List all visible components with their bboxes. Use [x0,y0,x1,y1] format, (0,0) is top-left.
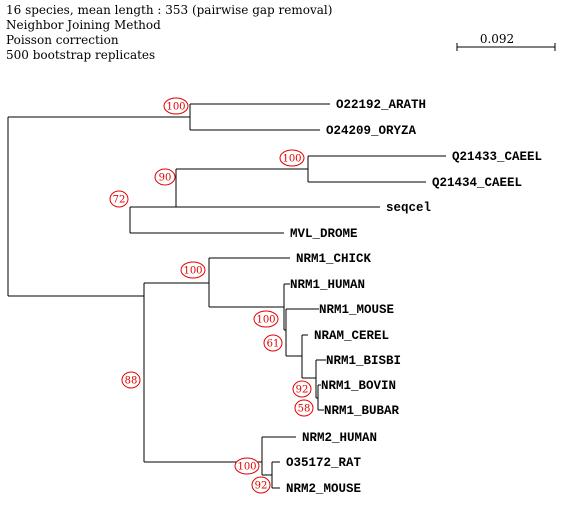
info-correction: Poisson correction [6,33,119,47]
bootstrap-text: 58 [298,404,311,415]
info-species-length: 16 species, mean length : 353 (pairwise … [6,3,333,17]
leaf-nrm1-human: NRM1_HUMAN [290,278,365,292]
bootstrap-ellipse [292,380,312,398]
bootstrap-ellipse [294,399,314,417]
bootstrap-value: 100 [163,97,189,115]
bootstrap-text: 90 [159,173,172,184]
bootstrap-labels: 100 100 90 72 100 100 61 92 58 88 100 92 [109,97,314,494]
leaf-o22192-arath: O22192_ARATH [336,98,426,112]
bootstrap-ellipse [180,261,206,279]
info-method: Neighbor Joining Method [6,18,161,32]
bootstrap-ellipse [154,168,176,186]
bootstrap-value: 100 [180,261,206,279]
bootstrap-ellipse [121,371,141,389]
tree-info: 16 species, mean length : 353 (pairwise … [6,3,332,63]
bootstrap-text: 61 [267,339,280,350]
bootstrap-text: 100 [166,102,185,113]
bootstrap-text: 72 [113,195,126,206]
bootstrap-ellipse [251,476,271,494]
leaf-q21434-caeel: Q21434_CAEEL [432,176,522,190]
bootstrap-text: 92 [255,481,268,492]
leaf-nrm1-chick: NRM1_CHICK [296,252,372,266]
bootstrap-value: 100 [234,457,260,475]
bootstrap-ellipse [163,97,189,115]
bootstrap-ellipse [109,190,129,208]
leaf-seqcel: seqcel [386,201,431,215]
bootstrap-value: 100 [279,149,305,167]
leaf-nram-cerel: NRAM_CEREL [314,329,389,343]
bootstrap-text: 100 [237,462,256,473]
leaf-mvl-drome: MVL_DROME [290,227,358,241]
bootstrap-value: 92 [292,380,312,398]
leaf-nrm1-bubar: NRM1_BUBAR [324,404,400,418]
info-bootstrap: 500 bootstrap replicates [6,48,156,62]
bootstrap-text: 100 [183,266,202,277]
bootstrap-text: 100 [282,154,301,165]
bootstrap-value: 100 [253,310,279,328]
bootstrap-text: 100 [256,315,275,326]
leaf-q21433-caeel: Q21433_CAEEL [452,150,542,164]
scale-bar: 0.092 [456,32,556,51]
leaf-labels: O22192_ARATH O24209_ORYZA Q21433_CAEEL Q214… [286,98,542,496]
leaf-o24209-oryza: O24209_ORYZA [326,124,417,138]
bootstrap-ellipse [263,334,283,352]
bootstrap-value: 61 [263,334,283,352]
bootstrap-value: 92 [251,476,271,494]
bootstrap-value: 58 [294,399,314,417]
bootstrap-ellipse [279,149,305,167]
leaf-nrm1-bisbi: NRM1_BISBI [326,354,401,368]
leaf-nrm1-mouse: NRM1_MOUSE [319,303,394,317]
bootstrap-value: 72 [109,190,129,208]
leaf-nrm1-bovin: NRM1_BOVIN [321,379,396,393]
leaf-o35172-rat: O35172_RAT [286,456,362,470]
bootstrap-ellipse [234,457,260,475]
bootstrap-value: 90 [154,168,176,186]
bootstrap-text: 92 [296,385,309,396]
leaf-nrm2-human: NRM2_HUMAN [302,431,377,445]
scale-bar-label: 0.092 [480,32,514,46]
bootstrap-ellipse [253,310,279,328]
bootstrap-value: 88 [121,371,141,389]
leaf-nrm2-mouse: NRM2_MOUSE [286,482,361,496]
tree-branches [7,103,446,489]
bootstrap-text: 88 [125,376,138,387]
